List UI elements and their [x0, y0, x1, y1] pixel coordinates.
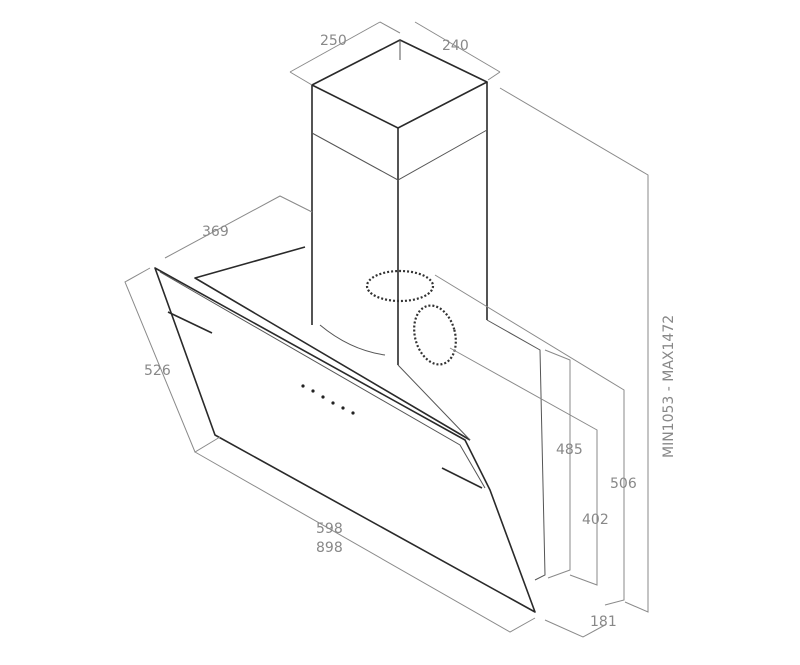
dim-240: 240 — [442, 38, 469, 54]
dim-total-height: MIN1053 - MAX1472 — [661, 315, 677, 458]
dim-898: 898 — [316, 540, 343, 556]
handle-right — [441, 467, 483, 489]
rear-outlet — [413, 304, 457, 366]
chimney — [311, 39, 488, 365]
dim-485: 485 — [556, 442, 583, 458]
top-outlet — [365, 269, 435, 303]
dim-181: 181 — [590, 614, 617, 630]
control-buttons — [301, 384, 355, 415]
dim-402: 402 — [582, 512, 609, 528]
glass-panel — [154, 267, 536, 613]
dimension-lines — [124, 21, 649, 638]
hood-body — [194, 246, 546, 581]
dim-526: 526 — [144, 363, 171, 379]
dim-250: 250 — [320, 33, 347, 49]
handle-left — [167, 311, 213, 334]
dim-598: 598 — [316, 521, 343, 537]
dim-369: 369 — [202, 224, 229, 240]
dim-506: 506 — [610, 476, 637, 492]
